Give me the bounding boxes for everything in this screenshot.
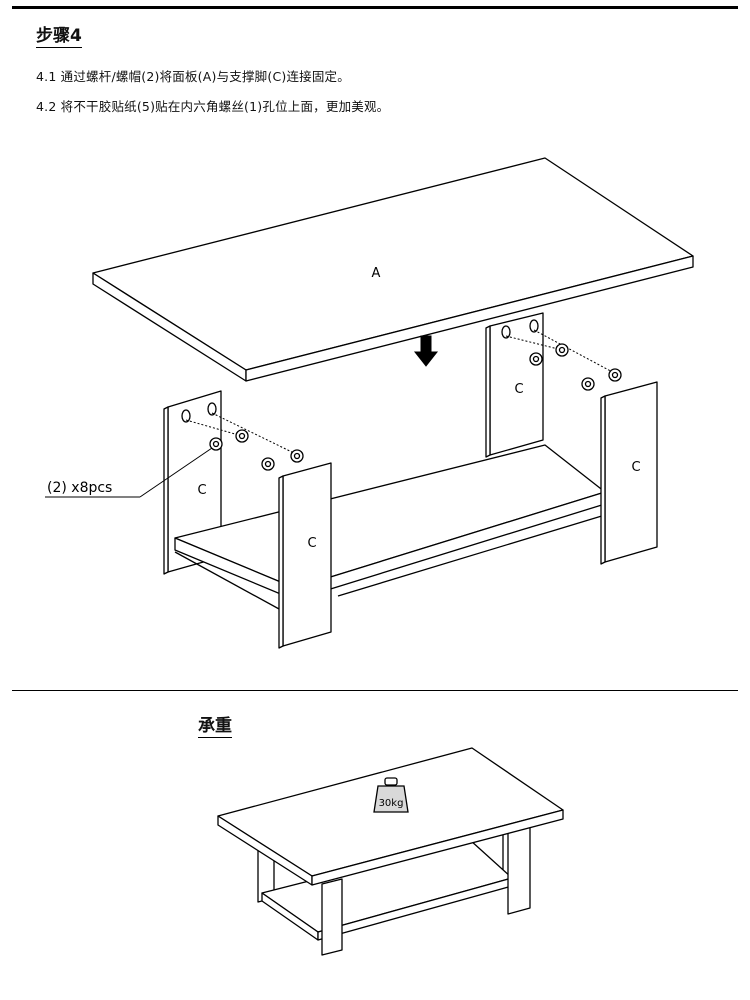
leg-label-front-right: C <box>631 460 640 475</box>
nut-icon <box>261 457 275 471</box>
small-leg-front-left <box>321 878 343 956</box>
leg-front-left <box>278 462 332 649</box>
nut-icon <box>608 368 622 382</box>
top-rule <box>12 6 738 9</box>
callout-label: (2) x8pcs <box>47 480 112 496</box>
down-arrow-icon <box>413 335 439 367</box>
panel-label: A <box>372 266 381 281</box>
leg-label-back-right: C <box>514 382 523 397</box>
nut-icon <box>555 343 569 357</box>
small-leg-front-right <box>507 821 531 915</box>
leg-back-left <box>163 390 222 575</box>
weight-icon <box>373 777 409 813</box>
nut-icon <box>529 352 543 366</box>
leg-label-front-left: C <box>307 536 316 551</box>
section-divider <box>12 690 738 691</box>
weight-label: 30kg <box>379 798 404 809</box>
nut-icon <box>290 449 304 463</box>
leg-front-right <box>600 381 658 565</box>
nut-icon <box>235 429 249 443</box>
instruction-2: 4.2 将不干胶贴纸(5)贴在内六角螺丝(1)孔位上面，更加美观。 <box>36 99 390 114</box>
step-title: 步骤4 <box>36 26 82 48</box>
instruction-1: 4.1 通过螺杆/螺帽(2)将面板(A)与支撑脚(C)连接固定。 <box>36 69 350 84</box>
leg-back-right <box>485 312 544 458</box>
nut-icon <box>581 377 595 391</box>
callout-leader <box>45 447 213 498</box>
load-capacity-title: 承重 <box>198 716 232 738</box>
leg-label-back-left: C <box>197 483 206 498</box>
nut-icon <box>209 437 223 451</box>
top-panel <box>92 157 694 382</box>
